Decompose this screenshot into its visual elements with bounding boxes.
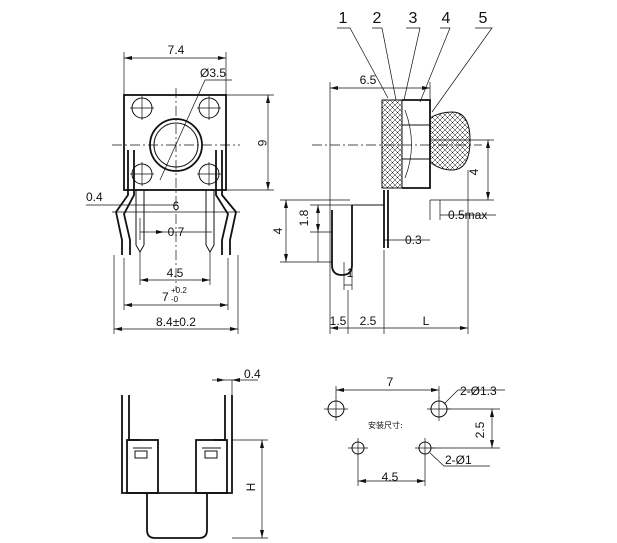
bottom-frame bbox=[121, 395, 233, 494]
dim-pin-thickness: 0.3 bbox=[405, 233, 422, 247]
dim-b: 2.5 bbox=[360, 314, 377, 328]
side-cap bbox=[429, 111, 471, 171]
mounting-holes bbox=[130, 96, 221, 186]
dim-a: 1.5 bbox=[330, 314, 347, 328]
dim-row-spacing: 2.5 bbox=[473, 421, 487, 438]
dim-small-hole-diameter: 2-Ø1 bbox=[445, 453, 472, 467]
dim-small-hole-spacing: 4.5 bbox=[382, 470, 399, 484]
callout-4: 4 bbox=[442, 10, 451, 27]
switch-body bbox=[123, 94, 227, 191]
side-body bbox=[381, 99, 403, 189]
side-view: 1 2 3 4 5 6.5 4 0.5max 1.8 4 bbox=[271, 10, 496, 334]
side-actuator bbox=[401, 124, 431, 160]
footprint-view: 安装尺寸: 7 2-Ø1.3 2.5 4.5 2-Ø1 bbox=[324, 375, 505, 486]
dim-gap: 1 bbox=[347, 266, 354, 280]
dim-leg-height: 1.8 bbox=[297, 209, 311, 226]
dim-cap-diameter: Ø3.5 bbox=[200, 66, 226, 80]
dim-body-depth: 6.5 bbox=[360, 73, 377, 87]
dim-pin-pitch: 4.5 bbox=[167, 266, 184, 280]
bottom-cap bbox=[146, 493, 208, 539]
dim-lead-span: 7 bbox=[162, 290, 169, 304]
dim-cap-height: 4 bbox=[467, 168, 481, 175]
dim-body-height: 6 bbox=[255, 140, 269, 147]
dim-overtravel: 0.5max bbox=[448, 208, 487, 222]
dim-hole-spacing: 6 bbox=[173, 199, 180, 213]
dim-pin-offset: 0.7 bbox=[168, 225, 185, 239]
callout-1: 1 bbox=[339, 10, 348, 27]
dim-leg-offset: 4 bbox=[271, 227, 285, 234]
bottom-view: 0.4 H bbox=[121, 367, 268, 539]
dim-pin-width: 0.4 bbox=[86, 190, 103, 204]
dim-length: L bbox=[423, 314, 430, 328]
callout-leaders bbox=[337, 27, 493, 113]
dim-large-hole-diameter: 2-Ø1.3 bbox=[460, 384, 497, 398]
dim-lead-span-tol-lower: -0 bbox=[171, 295, 179, 304]
callout-3: 3 bbox=[409, 10, 418, 27]
dim-bottom-height: H bbox=[244, 483, 258, 492]
footprint-label: 安装尺寸: bbox=[368, 420, 403, 430]
bottom-right-block bbox=[195, 439, 228, 494]
dim-width: 7.4 bbox=[168, 43, 185, 57]
front-view: 7.4 Ø3.5 6 0.4 6 0.7 4.5 7 +0.2 -0 8.4±0… bbox=[86, 43, 274, 334]
callout-5: 5 bbox=[479, 10, 488, 27]
dim-overall-width: 8.4±0.2 bbox=[156, 315, 196, 329]
dim-bottom-pin-width: 0.4 bbox=[244, 367, 261, 381]
dim-large-hole-spacing: 7 bbox=[387, 375, 394, 389]
dim-lead-span-tol-upper: +0.2 bbox=[171, 286, 187, 295]
callout-2: 2 bbox=[373, 10, 382, 27]
bottom-left-block bbox=[126, 439, 159, 494]
